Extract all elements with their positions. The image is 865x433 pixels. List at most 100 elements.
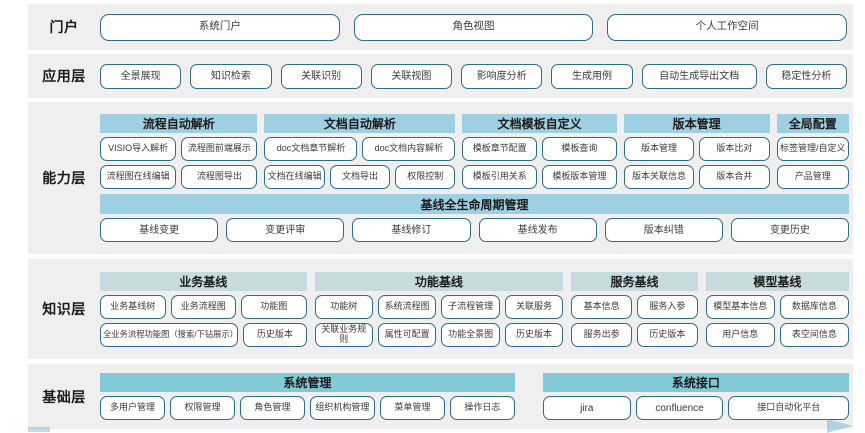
baseline-item-4[interactable]: 版本纠错: [604, 218, 723, 242]
foundation-item-confluence[interactable]: confluence: [635, 396, 724, 420]
knowledge-item[interactable]: 关联业务规则: [314, 322, 373, 347]
capability-group-4-row-1: 产品管理: [776, 165, 849, 189]
layer-label-capability: 能力层: [42, 170, 86, 186]
foundation-item[interactable]: 权限管理: [169, 396, 235, 420]
capability-item[interactable]: 模板查询: [542, 137, 617, 161]
capability-group-4: 全局配置 标签管理/自定义 产品管理: [776, 114, 849, 189]
app-item-1[interactable]: 知识检索: [190, 63, 272, 89]
baseline-item-3[interactable]: 基线发布: [478, 218, 597, 242]
knowledge-group-2-title: 服务基线: [571, 271, 698, 291]
layer-label-application: 应用层: [42, 68, 86, 84]
knowledge-item[interactable]: 历史版本: [504, 322, 564, 347]
capability-item[interactable]: 文档在线编辑: [264, 165, 325, 189]
knowledge-item[interactable]: 服务出参: [571, 322, 632, 347]
knowledge-item[interactable]: 历史版本: [243, 322, 307, 347]
capability-item[interactable]: 版本关联信息: [623, 165, 695, 189]
capability-group-0-title: 流程自动解析: [100, 114, 258, 133]
app-item-7[interactable]: 稳定性分析: [765, 63, 847, 89]
layer-body-capability: 流程自动解析 VISIO导入解析 流程图前端展示 流程图在线编辑 流程图导出 文…: [100, 102, 853, 254]
foundation-item[interactable]: 组织机构管理: [309, 396, 375, 420]
layer-label-knowledge: 知识层: [42, 301, 86, 317]
portal-item-0[interactable]: 系统门户: [100, 13, 340, 41]
knowledge-item[interactable]: 子流程管理: [441, 294, 500, 319]
capability-item[interactable]: 流程图前端展示: [181, 137, 258, 161]
decor-corner-bar: [28, 427, 50, 432]
knowledge-group-3-title: 模型基线: [705, 271, 849, 291]
capability-item[interactable]: 产品管理: [776, 165, 849, 189]
knowledge-item[interactable]: 功能图: [241, 294, 307, 319]
knowledge-group-3: 模型基线 模型基本信息 数据库信息 用户信息 表空间信息: [705, 271, 849, 347]
capability-item[interactable]: 流程图在线编辑: [100, 165, 177, 189]
capability-group-2-title: 文档模板自定义: [462, 114, 617, 133]
knowledge-item[interactable]: 服务入参: [636, 294, 698, 319]
capability-item[interactable]: 模板版本管理: [542, 165, 617, 189]
knowledge-group-1-title: 功能基线: [314, 271, 564, 291]
knowledge-item[interactable]: 系统流程图: [377, 294, 437, 319]
capability-item[interactable]: 版本管理: [623, 137, 695, 161]
app-item-6[interactable]: 自动生成导出文档: [641, 63, 757, 89]
foundation-item[interactable]: 多用户管理: [100, 396, 165, 420]
capability-item[interactable]: 文档导出: [329, 165, 391, 189]
foundation-group-1-row-0: jira confluence 接口自动化平台: [542, 396, 849, 420]
portal-item-2[interactable]: 个人工作空间: [607, 13, 848, 41]
layer-band-knowledge: 知识层 业务基线 业务基线树 业务流程图 功能图 全业务流程功能图（搜索/下钻展…: [28, 259, 853, 359]
knowledge-item[interactable]: 模型基本信息: [705, 294, 775, 319]
foundation-item[interactable]: 操作日志: [449, 396, 515, 420]
knowledge-item[interactable]: 功能全景图: [441, 322, 500, 347]
layer-label-foundation: 基础层: [42, 388, 86, 405]
knowledge-item[interactable]: 全业务流程功能图（搜索/下钻展示）: [100, 322, 239, 347]
foundation-item-jira[interactable]: jira: [542, 396, 631, 420]
layer-band-foundation: 基础层 系统管理 多用户管理 权限管理 角色管理 组织机构管理 菜单管理 操作日…: [28, 364, 853, 433]
knowledge-group-1-row-0: 功能树 系统流程图 子流程管理 关联服务: [314, 294, 564, 319]
capability-group-0-row-1: 流程图在线编辑 流程图导出: [100, 165, 258, 189]
layer-label-portal: 门户: [49, 19, 79, 35]
layer-body-application: 全景展现 知识检索 关联识别 关联视图 影响度分析 生成用例 自动生成导出文档 …: [100, 54, 853, 98]
knowledge-group-1-row-1: 关联业务规则 属性可配置 功能全景图 历史版本: [314, 322, 564, 347]
app-item-4[interactable]: 影响度分析: [461, 63, 543, 89]
foundation-group-0-title: 系统管理: [100, 373, 515, 392]
knowledge-item[interactable]: 基本信息: [571, 294, 632, 319]
app-item-5[interactable]: 生成用例: [551, 63, 633, 89]
knowledge-item[interactable]: 用户信息: [705, 322, 775, 347]
knowledge-item[interactable]: 历史版本: [636, 322, 698, 347]
capability-item[interactable]: 版本比对: [699, 137, 770, 161]
capability-item[interactable]: 标签管理/自定义: [776, 137, 849, 161]
baseline-item-2[interactable]: 基线修订: [352, 218, 471, 242]
capability-item[interactable]: 模板章节配置: [462, 137, 538, 161]
baseline-item-0[interactable]: 基线变更: [100, 218, 219, 242]
foundation-item[interactable]: 角色管理: [239, 396, 305, 420]
capability-group-3-row-0: 版本管理 版本比对: [623, 137, 770, 161]
knowledge-group-0-row-1: 全业务流程功能图（搜索/下钻展示） 历史版本: [100, 322, 307, 347]
layer-body-foundation: 系统管理 多用户管理 权限管理 角色管理 组织机构管理 菜单管理 操作日志 系统…: [100, 364, 853, 429]
knowledge-item[interactable]: 属性可配置: [377, 322, 437, 347]
app-item-0[interactable]: 全景展现: [100, 63, 182, 89]
capability-item[interactable]: 版本合并: [699, 165, 770, 189]
capability-group-1-row-0: doc文档章节解析 doc文档内容解析: [264, 137, 456, 161]
portal-item-1[interactable]: 角色视图: [353, 13, 594, 41]
capability-item[interactable]: doc文档章节解析: [264, 137, 358, 161]
foundation-item[interactable]: 菜单管理: [379, 396, 445, 420]
capability-item[interactable]: doc文档内容解析: [362, 137, 456, 161]
capability-group-3-row-1: 版本关联信息 版本合并: [623, 165, 770, 189]
capability-item[interactable]: 流程图导出: [181, 165, 258, 189]
knowledge-item[interactable]: 功能树: [314, 294, 373, 319]
capability-item[interactable]: 权限控制: [395, 165, 456, 189]
capability-group-0: 流程自动解析 VISIO导入解析 流程图前端展示 流程图在线编辑 流程图导出: [100, 114, 258, 189]
app-item-2[interactable]: 关联识别: [280, 63, 362, 89]
baseline-lifecycle-section: 基线全生命周期管理 基线变更 变更评审 基线修订 基线发布 版本纠错 变更历史: [100, 194, 850, 242]
app-item-3[interactable]: 关联视图: [370, 63, 453, 89]
capability-group-2-row-0: 模板章节配置 模板查询: [462, 137, 617, 161]
capability-item[interactable]: VISIO导入解析: [100, 137, 177, 161]
knowledge-item[interactable]: 关联服务: [504, 294, 564, 319]
capability-group-1-title: 文档自动解析: [264, 114, 456, 133]
foundation-item-api-platform[interactable]: 接口自动化平台: [728, 396, 849, 420]
knowledge-item[interactable]: 业务基线树: [100, 294, 166, 319]
knowledge-item[interactable]: 数据库信息: [779, 294, 849, 319]
baseline-item-5[interactable]: 变更历史: [730, 218, 850, 242]
knowledge-item[interactable]: 表空间信息: [779, 322, 849, 347]
baseline-item-1[interactable]: 变更评审: [226, 218, 345, 242]
capability-item[interactable]: 模板引用关系: [462, 165, 538, 189]
knowledge-group-3-row-0: 模型基本信息 数据库信息: [705, 294, 849, 319]
knowledge-item[interactable]: 业务流程图: [170, 294, 237, 319]
